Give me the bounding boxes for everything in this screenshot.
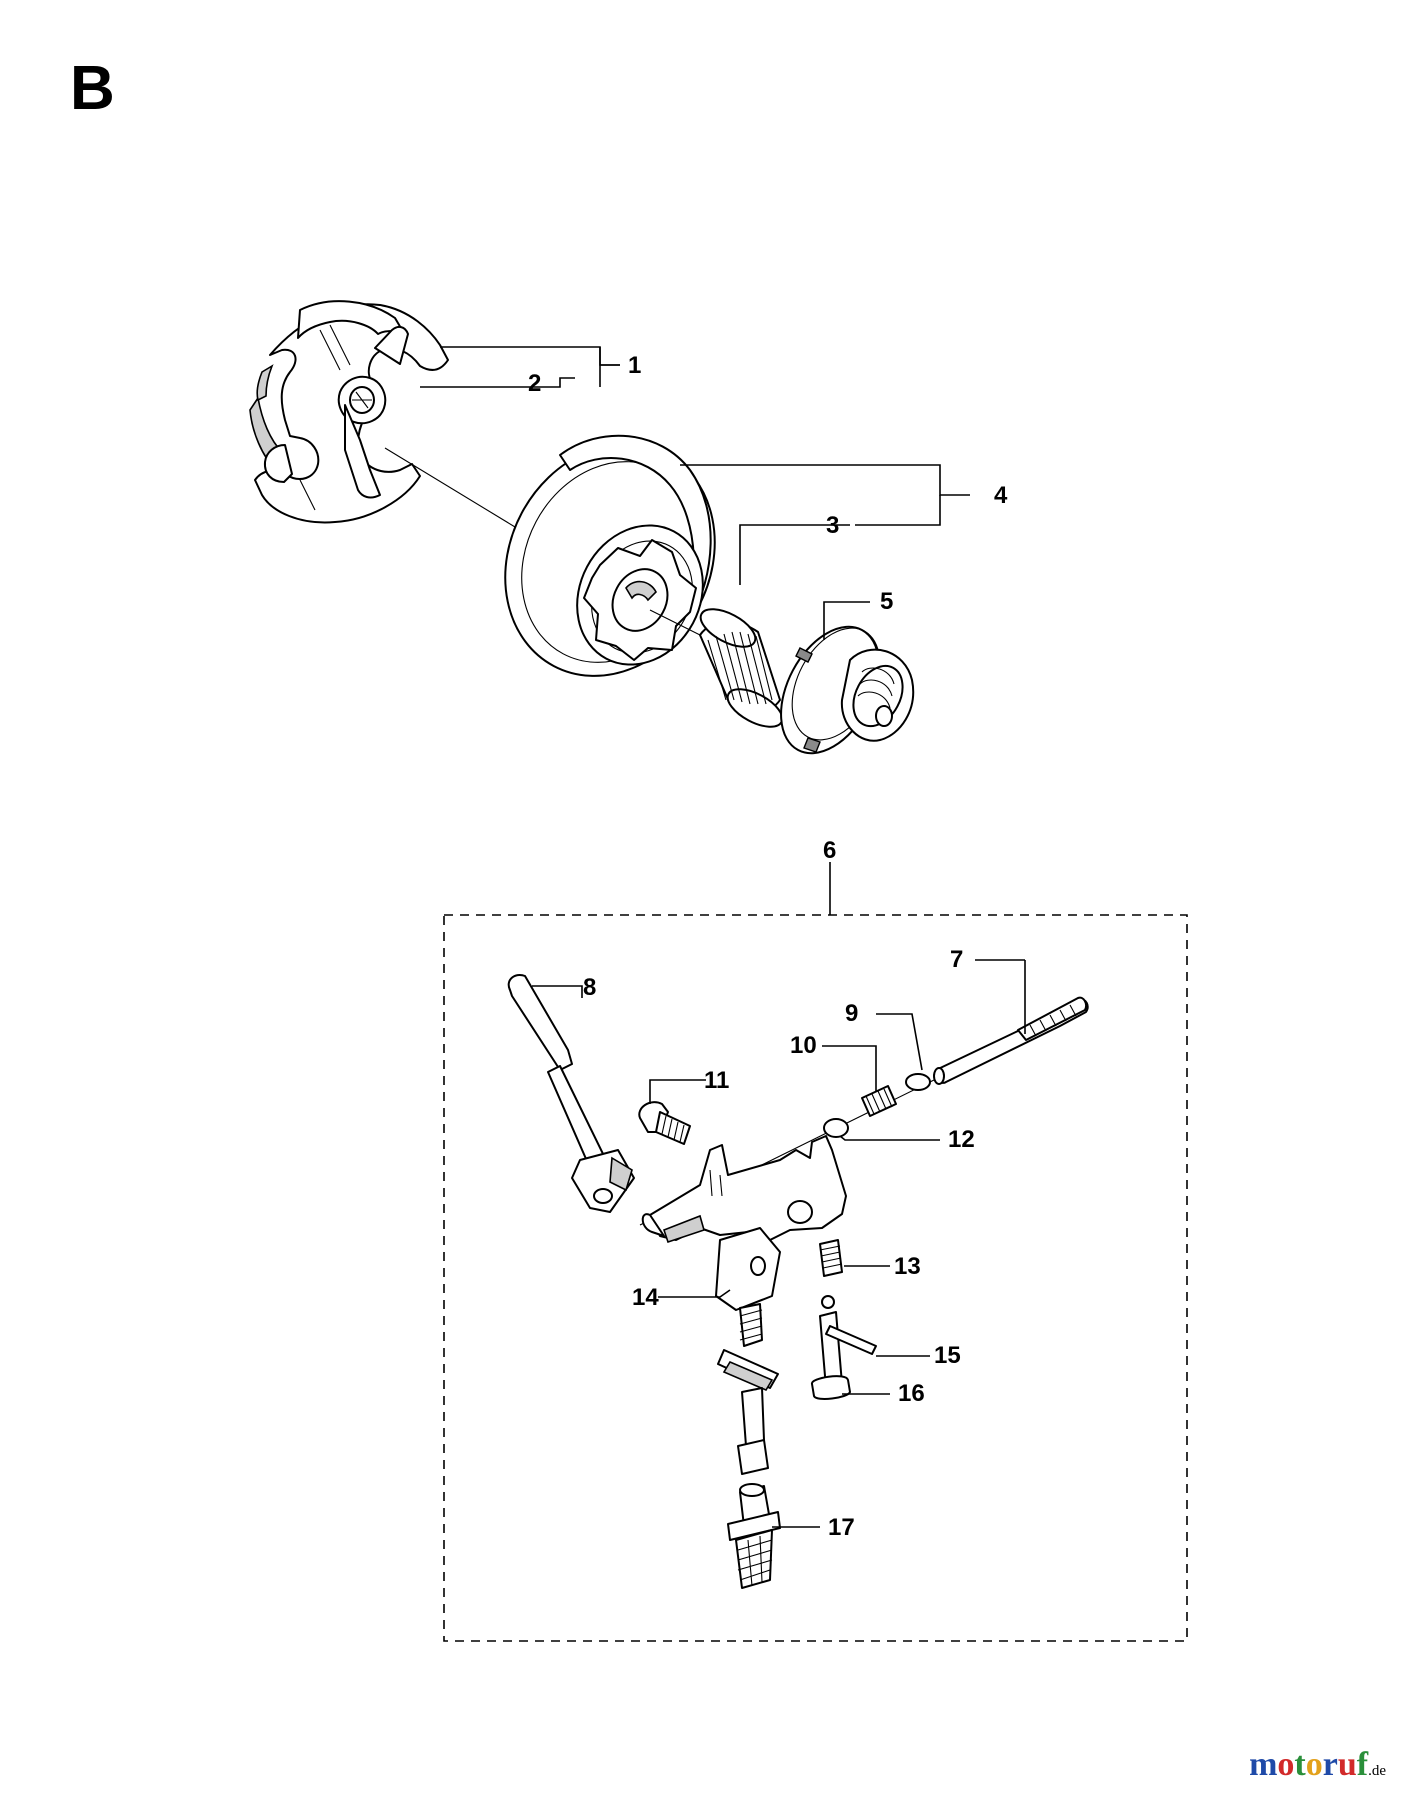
- watermark-text: motoruf: [1249, 1746, 1369, 1783]
- leader-12: [839, 1135, 940, 1141]
- callout-5: 5: [880, 588, 893, 615]
- washer-12-drawing: [823, 1118, 849, 1138]
- pump-piston-14-drawing: [715, 1227, 781, 1475]
- spring-10-drawing: [861, 1085, 897, 1117]
- callout-1: 1: [628, 352, 641, 379]
- callout-8: 8: [583, 974, 596, 1001]
- leader-10: [822, 1045, 877, 1092]
- callout-3: 3: [826, 512, 839, 539]
- callout-15: 15: [934, 1342, 961, 1369]
- assembly-axis-line: [384, 447, 521, 531]
- watermark-logo: motoruf.de: [1249, 1748, 1386, 1782]
- screw-11-drawing: [638, 1101, 691, 1145]
- needle-bearing-drawing: [699, 608, 784, 728]
- lever-arm-8-drawing: [507, 974, 635, 1213]
- filter-17-drawing: [727, 1483, 781, 1589]
- pin-15-drawing: [825, 1325, 877, 1355]
- callout-10: 10: [790, 1032, 817, 1059]
- callout-14: 14: [632, 1284, 659, 1311]
- callout-2: 2: [528, 370, 541, 397]
- callout-16: 16: [898, 1380, 925, 1407]
- section-letter: B: [70, 54, 115, 123]
- kit-6-dashed-frame: [443, 914, 1188, 1642]
- clutch-drum-drawing: [504, 434, 716, 677]
- callout-13: 13: [894, 1253, 921, 1280]
- watermark-suffix: .de: [1368, 1763, 1386, 1779]
- callout-17: 17: [828, 1514, 855, 1541]
- pump-body-drawing: [641, 1135, 847, 1244]
- leader-9: [876, 1013, 923, 1071]
- spring-13-drawing: [819, 1239, 843, 1277]
- callout-11: 11: [704, 1067, 729, 1094]
- callout-7: 7: [950, 946, 963, 973]
- plunger-16-drawing: [810, 1295, 851, 1400]
- leader-11: [649, 1079, 706, 1104]
- callout-4: 4: [994, 482, 1008, 509]
- rim-sprocket-drawing: [780, 625, 915, 755]
- callout-12: 12: [948, 1126, 975, 1153]
- o-ring-9-drawing: [905, 1073, 931, 1091]
- callout-6: 6: [823, 837, 836, 864]
- leader-8: [532, 985, 583, 998]
- callout-9: 9: [845, 1000, 858, 1027]
- leader-14: [658, 1289, 731, 1298]
- worm-shaft-drawing: [933, 996, 1089, 1085]
- clutch-assembly-drawing: [249, 300, 449, 524]
- upper-leader-lines: [420, 346, 970, 640]
